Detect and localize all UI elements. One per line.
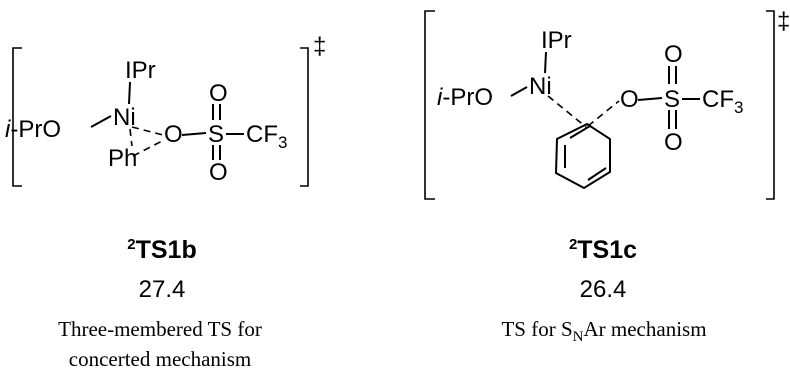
ts1b-energy: 27.4: [139, 276, 186, 303]
bridging-oxygen-label: O: [620, 86, 639, 113]
ts1b-label-name: TS1b: [136, 236, 197, 264]
cf3-subscript: 3: [734, 98, 743, 117]
ts1b-label-superscript: 2: [127, 236, 135, 253]
ts1c-description-subscript: N: [573, 329, 584, 345]
right-bracket: [766, 10, 775, 200]
ts-double-dagger: ‡: [313, 33, 326, 60]
sulfur-atom-label: S: [664, 86, 680, 113]
ni-ph-dashed-bond: [129, 128, 133, 147]
isopropoxide-prefix: i: [437, 84, 443, 111]
ni-ipr-bond: [128, 81, 131, 105]
ts1c-description-pre: TS for S: [501, 317, 572, 341]
ni-ipr-bond: [544, 51, 547, 74]
o-s-bond: [181, 132, 207, 136]
sulfonyl-oxygen-bottom: O: [209, 159, 228, 186]
isopropoxide-prefix: i: [5, 116, 11, 143]
ts1b-description-line-1: Three-membered TS for: [58, 317, 262, 341]
ts1b-description-line-2: concerted mechanism: [69, 347, 252, 371]
sulfur-atom-label: S: [208, 121, 224, 148]
sulfonyl-oxygen-bottom: O: [664, 129, 683, 156]
ipr-ligand-label: IPr: [541, 27, 572, 54]
cf3-subscript: 3: [278, 133, 287, 152]
ts-double-dagger: ‡: [777, 8, 790, 35]
nickel-atom-label: Ni: [529, 73, 552, 100]
ni-ipso-carbon-dashed-bond: [547, 95, 587, 128]
isopropoxide-label: i-PrO: [437, 84, 493, 111]
right-bracket: [300, 47, 309, 187]
ipr-ligand-label: IPr: [125, 57, 156, 84]
cf3-main: CF: [246, 121, 278, 148]
sulfonyl-oxygen-top: O: [209, 80, 228, 107]
structure-ts1c: ‡ IPr Ni i-PrO O S O O CF3 2TS1c 26.4 TS…: [424, 8, 790, 345]
bridging-oxygen-label: O: [164, 121, 183, 148]
cf3-main: CF: [702, 86, 734, 113]
benzene-ring: [554, 122, 611, 190]
ts1c-label-superscript: 2: [569, 236, 577, 253]
isopropoxide-label: i-PrO: [5, 116, 61, 143]
ts1c-label: 2TS1c: [569, 236, 637, 264]
structure-ts1b: ‡ IPr Ni i-PrO Ph O S O O CF3 2TS1b 27.4…: [5, 33, 326, 371]
left-bracket: [12, 47, 22, 187]
o-s-bond: [637, 97, 663, 101]
ts1c-description: TS for SNAr mechanism: [501, 317, 706, 345]
left-bracket: [424, 10, 435, 200]
sulfonyl-oxygen-top: O: [664, 41, 683, 68]
benzene-inner-double-bond: [587, 167, 607, 181]
phenyl-label: Ph: [108, 145, 137, 172]
isopropoxide-rest: -PrO: [10, 116, 61, 143]
trifluoromethyl-label: CF3: [702, 86, 743, 117]
ts1b-label: 2TS1b: [127, 236, 196, 264]
ts1c-energy: 26.4: [580, 276, 627, 303]
ring-crossing-bond: [569, 125, 591, 139]
nickel-atom-label: Ni: [113, 104, 136, 131]
ni-o-dashed-bond: [131, 126, 164, 136]
trifluoromethyl-label: CF3: [246, 121, 287, 152]
ph-o-dashed-bond: [132, 139, 165, 157]
ts1c-label-name: TS1c: [577, 236, 637, 264]
o-ni-bond: [90, 115, 112, 128]
o-ni-bond: [510, 86, 528, 97]
ts1c-description-post: Ar mechanism: [583, 317, 706, 341]
isopropoxide-rest: -PrO: [442, 84, 493, 111]
ipso-carbon-o-dashed-bond: [587, 100, 620, 127]
